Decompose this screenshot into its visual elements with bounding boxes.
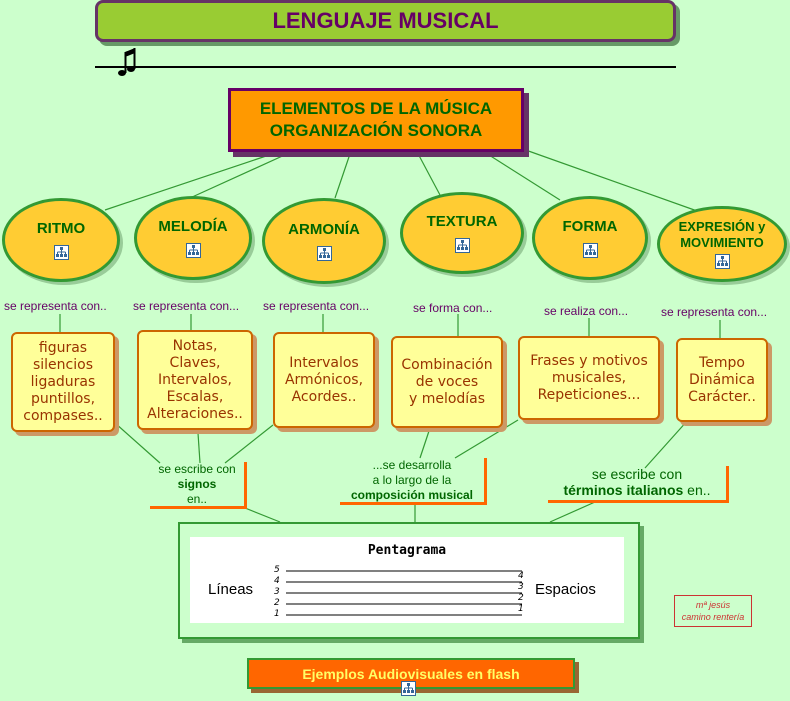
- staff-title: Pentagrama: [367, 543, 447, 558]
- card-item: Combinación: [401, 356, 493, 373]
- author-credit: mª jesús camino rentería: [674, 595, 752, 627]
- space-number: 4: [518, 571, 524, 581]
- connector-composicion: ...se desarrolla a lo largo de la compos…: [340, 458, 487, 505]
- connector-signos: se escribe con signos en..: [150, 462, 247, 509]
- element-armonia-label: ARMONÍA: [288, 221, 360, 238]
- card-item: Escalas,: [166, 388, 224, 405]
- card-item: musicales,: [551, 369, 627, 386]
- card-item: Acordes..: [291, 388, 357, 405]
- card-item: Armónicos,: [284, 371, 364, 388]
- sitemap-icon[interactable]: [454, 238, 470, 253]
- element-melodia[interactable]: MELODÍA: [134, 196, 252, 280]
- card-item: Frases y motivos: [530, 352, 648, 369]
- card-armonia: Intervalos Armónicos, Acordes..: [273, 332, 375, 428]
- credit-line: mª jesús: [695, 600, 731, 610]
- connector-text: ...se desarrolla: [372, 458, 452, 472]
- relation-forma: se realiza con...: [544, 304, 629, 318]
- main-concept-box: ELEMENTOS DE LA MÚSICA ORGANIZACIÓN SONO…: [228, 88, 524, 152]
- card-item: puntillos,: [30, 390, 96, 407]
- staff-lines-label: Líneas: [208, 581, 254, 598]
- relation-ritmo: se representa con..: [4, 299, 107, 313]
- card-forma: Frases y motivos musicales, Repeticiones…: [518, 336, 660, 420]
- card-item: Claves,: [169, 354, 221, 371]
- connector-text: en..: [687, 482, 711, 498]
- connector-text: se escribe con: [591, 466, 683, 482]
- card-item: figuras: [38, 339, 88, 356]
- card-item: Intervalos,: [158, 371, 232, 388]
- connector-keyword: signos: [177, 477, 217, 491]
- card-item: Notas,: [172, 337, 218, 354]
- connector-text: se escribe con: [158, 462, 236, 476]
- card-item: y melodías: [408, 390, 486, 407]
- relation-textura: se forma con...: [413, 301, 493, 315]
- card-expresion: Tempo Dinámica Carácter..: [676, 338, 768, 422]
- relation-expresion: se representa con...: [661, 305, 768, 319]
- main-concept-line2: ORGANIZACIÓN SONORA: [269, 121, 483, 140]
- sitemap-icon[interactable]: [582, 243, 598, 258]
- card-item: Repeticiones...: [537, 386, 641, 403]
- space-number: 2: [518, 593, 524, 603]
- element-textura[interactable]: TEXTURA: [400, 192, 524, 274]
- staff-space-numbers: 4 3 2 1: [518, 571, 528, 615]
- card-ritmo: figuras silencios ligaduras puntillos, c…: [11, 332, 115, 432]
- card-item: Intervalos: [289, 354, 359, 371]
- element-expresion-label-2: MOVIMIENTO: [680, 235, 764, 250]
- sitemap-icon[interactable]: [714, 254, 730, 269]
- connector-keyword: composición musical: [350, 488, 474, 502]
- element-textura-label: TEXTURA: [426, 213, 498, 230]
- main-concept-line1: ELEMENTOS DE LA MÚSICA: [259, 99, 493, 118]
- element-expresion[interactable]: EXPRESIÓN y MOVIMIENTO: [657, 206, 787, 282]
- card-item: Carácter..: [688, 388, 756, 405]
- space-number: 3: [518, 582, 524, 592]
- connector-terminos: se escribe con términos italianos en..: [548, 466, 729, 503]
- element-ritmo[interactable]: RITMO: [2, 198, 120, 282]
- page-title: LENGUAJE MUSICAL: [95, 0, 676, 42]
- music-note-icon: [118, 48, 136, 76]
- staff-area: Pentagrama Líneas Espacios 5 4 3 2 1 4 3…: [190, 537, 624, 623]
- element-forma[interactable]: FORMA: [532, 196, 648, 280]
- line-number: 5: [274, 565, 280, 575]
- sitemap-icon[interactable]: [185, 243, 201, 258]
- card-item: silencios: [32, 356, 93, 373]
- credit-line: camino rentería: [681, 612, 745, 622]
- card-item: de voces: [415, 373, 479, 390]
- connector-text: a lo largo de la: [372, 473, 452, 487]
- space-number: 1: [518, 604, 524, 614]
- relation-melodia: se representa con...: [133, 299, 240, 313]
- element-forma-label: FORMA: [562, 218, 618, 235]
- element-armonia[interactable]: ARMONÍA: [262, 198, 386, 284]
- card-item: Tempo: [699, 354, 745, 371]
- staff-spaces-label: Espacios: [535, 581, 596, 598]
- relation-armonia: se representa con...: [263, 299, 370, 313]
- card-melodia: Notas, Claves, Intervalos, Escalas, Alte…: [137, 330, 253, 430]
- line-number: 4: [274, 576, 280, 586]
- card-item: Dinámica: [689, 371, 755, 388]
- line-number: 3: [274, 587, 280, 597]
- staff-lines: [286, 570, 522, 616]
- element-expresion-label-1: EXPRESIÓN y: [678, 219, 766, 234]
- element-melodia-label: MELODÍA: [158, 218, 228, 235]
- line-number: 2: [274, 598, 280, 608]
- element-ritmo-label: RITMO: [36, 220, 86, 237]
- staff-line-numbers: 5 4 3 2 1: [274, 565, 284, 620]
- connector-text: en..: [186, 492, 207, 506]
- sitemap-icon[interactable]: [53, 245, 69, 260]
- line-number: 1: [274, 609, 280, 619]
- sitemap-icon[interactable]: [401, 681, 416, 696]
- connector-keyword: términos italianos: [563, 482, 684, 498]
- sitemap-icon[interactable]: [316, 246, 332, 261]
- card-textura: Combinación de voces y melodías: [391, 336, 503, 428]
- card-item: ligaduras: [30, 373, 96, 390]
- card-item: Alteraciones..: [147, 405, 243, 422]
- card-item: compases..: [23, 407, 103, 424]
